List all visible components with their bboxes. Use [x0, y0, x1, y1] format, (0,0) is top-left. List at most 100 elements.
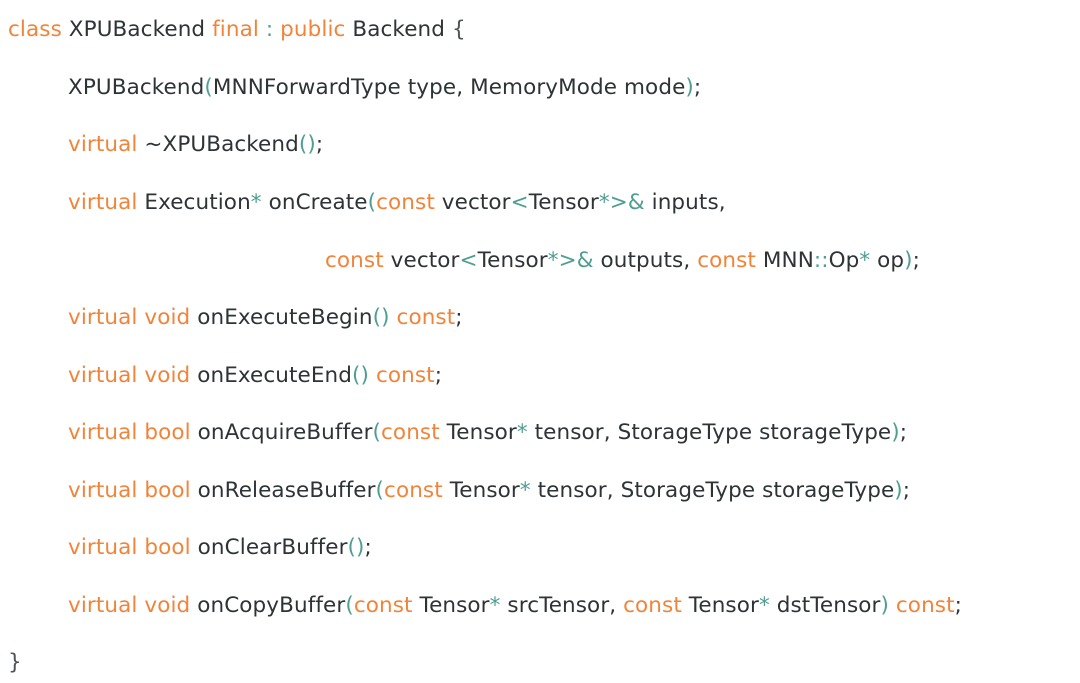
- code-line: class XPUBackend final : public Backend …: [0, 13, 1080, 47]
- code-token-plain: Tensor: [528, 190, 599, 215]
- code-token-punct: (): [372, 305, 390, 330]
- code-token-plain: Tensor: [439, 420, 517, 445]
- code-line: virtual Execution* onCreate(const vector…: [0, 186, 1080, 220]
- code-token-plain: Op: [828, 248, 860, 273]
- code-token-keyword: virtual: [68, 132, 138, 157]
- code-token-plain: vector: [383, 248, 460, 273]
- code-token-semi: ;: [693, 75, 702, 100]
- code-token-brace: }: [8, 650, 22, 675]
- code-token-keyword: virtual bool: [68, 478, 191, 503]
- code-token-plain: onExecuteBegin: [190, 305, 373, 330]
- code-token-keyword: const: [895, 593, 955, 618]
- code-token-keyword: virtual: [68, 190, 138, 215]
- code-token-keyword: const: [353, 593, 413, 618]
- code-line: }: [0, 646, 1080, 680]
- code-token-plain: dstTensor: [769, 593, 881, 618]
- code-token-op: *: [859, 248, 871, 273]
- code-token-keyword: const: [623, 593, 682, 618]
- code-token-punct: (): [347, 535, 365, 560]
- code-token-keyword: final: [212, 17, 259, 42]
- code-token-semi: ;: [899, 420, 908, 445]
- code-token-plain: [889, 593, 896, 618]
- code-token-op: ::: [813, 248, 829, 273]
- code-token-keyword: const: [396, 305, 456, 330]
- code-token-plain: Backend: [345, 17, 452, 42]
- code-token-punct: :: [265, 17, 274, 42]
- code-token-keyword: const: [376, 190, 435, 215]
- code-token-plain: MNN: [755, 248, 814, 273]
- code-token-punct: ): [891, 420, 900, 445]
- code-token-semi: ;: [315, 132, 324, 157]
- code-token-keyword: const: [375, 363, 435, 388]
- code-token-punct: ): [894, 478, 903, 503]
- code-token-punct: ): [880, 593, 889, 618]
- code-token-punct: (: [345, 593, 354, 618]
- code-line: virtual bool onClearBuffer();: [0, 531, 1080, 565]
- code-token-keyword: const: [381, 420, 440, 445]
- code-token-keyword: public: [280, 17, 346, 42]
- code-token-plain: Tensor: [412, 593, 490, 618]
- code-token-punct: (: [375, 478, 385, 503]
- code-token-keyword: virtual bool: [68, 420, 191, 445]
- code-token-punct: ): [904, 248, 913, 273]
- code-line: XPUBackend(MNNForwardType type, MemoryMo…: [0, 71, 1080, 105]
- code-token-plain: Tensor: [442, 478, 520, 503]
- code-token-punct: (: [204, 75, 213, 100]
- code-token-op: <: [459, 248, 478, 273]
- code-token-keyword: virtual void: [68, 363, 191, 388]
- code-token-plain: tensor, StorageType storageType: [527, 420, 892, 445]
- code-line: virtual bool onReleaseBuffer(const Tenso…: [0, 474, 1080, 508]
- code-token-semi: ;: [364, 535, 372, 560]
- code-token-semi: ;: [954, 593, 962, 618]
- code-token-keyword: const: [384, 478, 443, 503]
- code-token-brace: {: [451, 17, 466, 42]
- code-line: const vector<Tensor*>& outputs, const MN…: [0, 244, 1080, 278]
- code-token-keyword: virtual void: [68, 593, 191, 618]
- code-token-keyword: virtual bool: [68, 535, 191, 560]
- code-token-plain: onCopyBuffer: [190, 593, 346, 618]
- code-line: virtual void onCopyBuffer(const Tensor* …: [0, 589, 1080, 623]
- code-token-semi: ;: [902, 478, 911, 503]
- code-token-keyword: virtual void: [68, 305, 191, 330]
- code-token-punct: (): [352, 363, 370, 388]
- code-token-punct: (: [367, 190, 377, 215]
- code-token-plain: MNNForwardType type, MemoryMode mode: [212, 75, 686, 100]
- code-token-punct: ): [685, 75, 694, 100]
- code-token-op: *: [516, 420, 528, 445]
- code-token-op: *: [250, 190, 262, 215]
- code-token-plain: Execution: [137, 190, 251, 215]
- code-token-plain: onReleaseBuffer: [190, 478, 376, 503]
- code-token-plain: [259, 17, 266, 42]
- code-token-plain: srcTensor,: [500, 593, 624, 618]
- code-token-plain: tensor, StorageType storageType: [530, 478, 895, 503]
- code-line: virtual void onExecuteEnd() const;: [0, 359, 1080, 393]
- code-token-plain: ~XPUBackend: [137, 132, 299, 157]
- code-token-semi: ;: [912, 248, 920, 273]
- code-token-plain: onAcquireBuffer: [190, 420, 373, 445]
- code-token-plain: onCreate: [261, 190, 368, 215]
- code-token-plain: XPUBackend: [61, 17, 213, 42]
- code-token-op: *>&: [598, 190, 645, 215]
- code-token-plain: inputs,: [644, 190, 726, 215]
- code-token-keyword: const: [697, 248, 756, 273]
- code-token-op: *>&: [547, 248, 594, 273]
- code-token-plain: vector: [434, 190, 511, 215]
- code-token-plain: onExecuteEnd: [190, 363, 353, 388]
- code-token-op: *: [758, 593, 770, 618]
- code-token-semi: ;: [434, 363, 443, 388]
- code-token-plain: onClearBuffer: [190, 535, 348, 560]
- code-token-plain: op: [870, 248, 905, 273]
- code-token-plain: XPUBackend: [68, 75, 205, 100]
- code-token-keyword: class: [8, 17, 62, 42]
- code-token-plain: outputs,: [593, 248, 698, 273]
- code-token-op: *: [489, 593, 501, 618]
- code-token-plain: Tensor: [477, 248, 548, 273]
- code-token-plain: Tensor: [681, 593, 759, 618]
- code-token-plain: [369, 363, 376, 388]
- code-token-semi: ;: [455, 305, 463, 330]
- code-token-op: *: [519, 478, 531, 503]
- code-token-punct: (: [372, 420, 382, 445]
- code-line: virtual void onExecuteBegin() const;: [0, 301, 1080, 335]
- code-token-op: <: [510, 190, 529, 215]
